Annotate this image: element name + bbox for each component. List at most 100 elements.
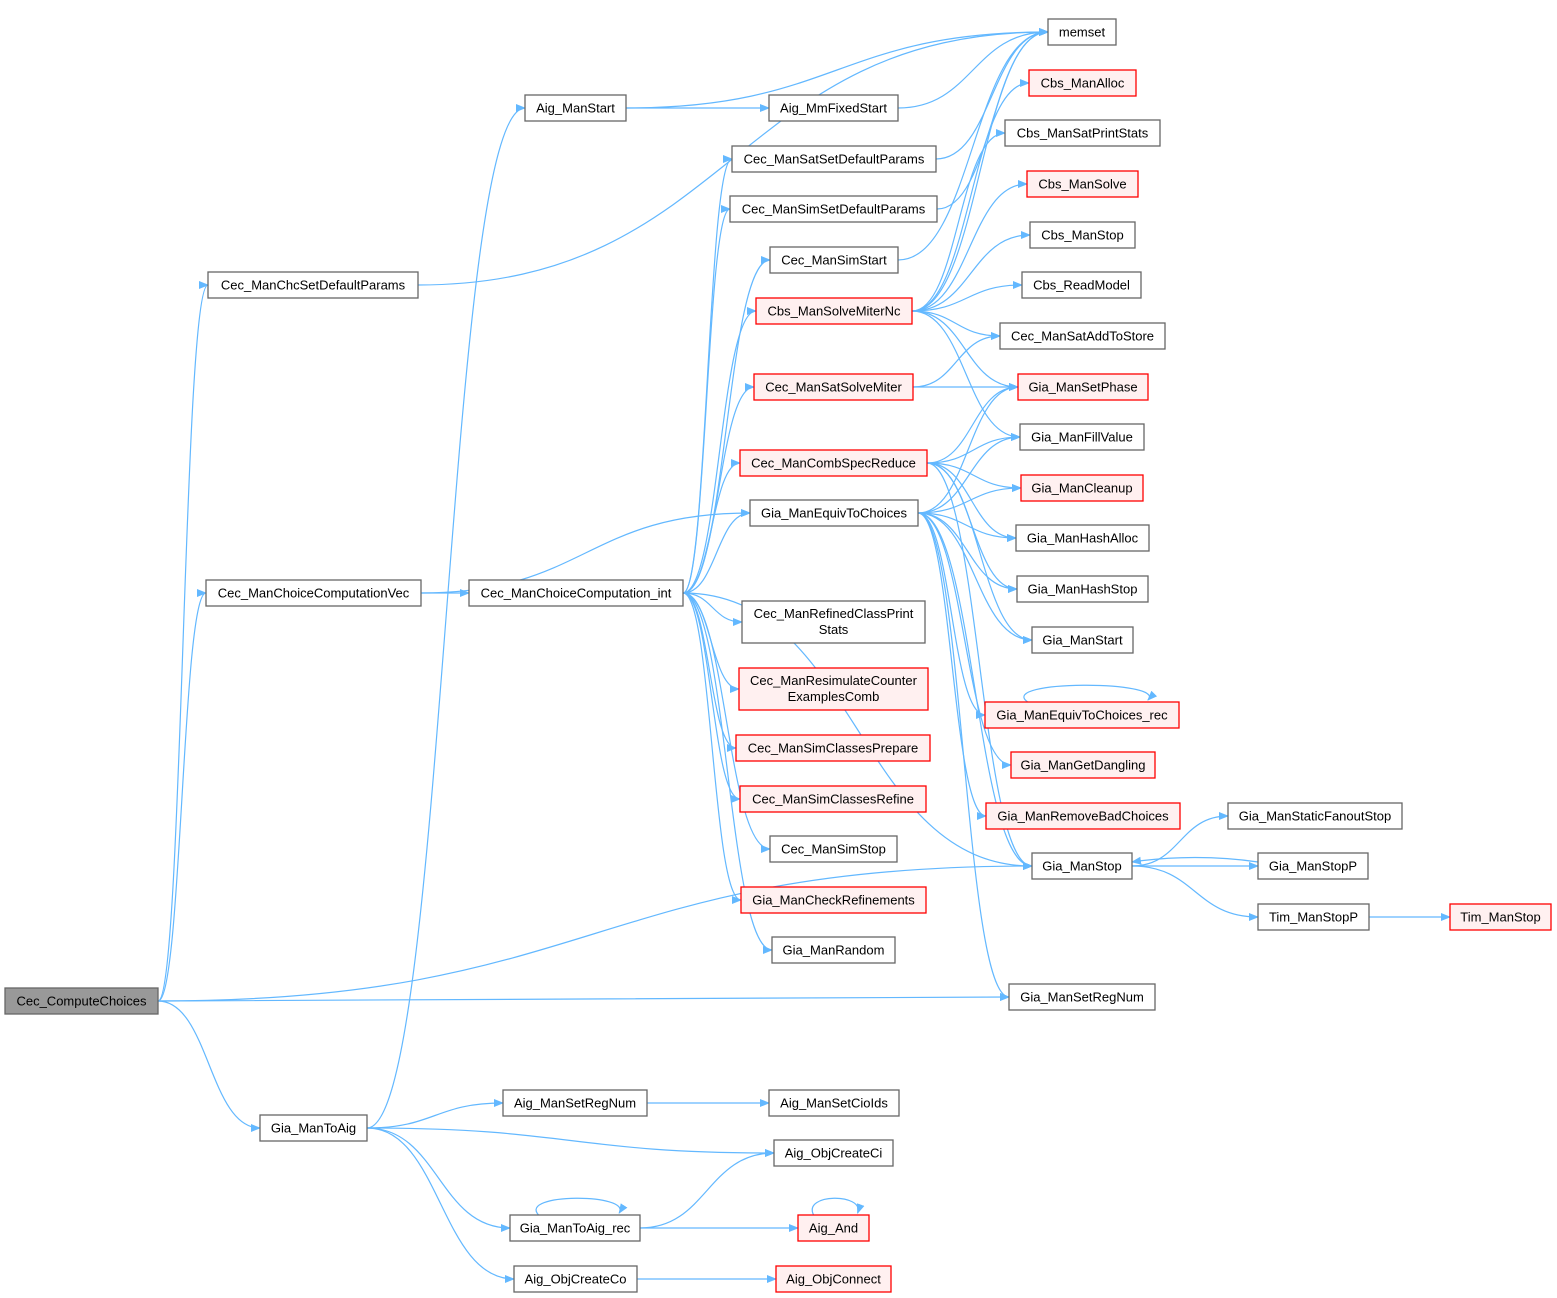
edge-compint-to-refined — [682, 592, 743, 626]
node-aigand[interactable]: Aig_And — [797, 1214, 870, 1242]
edge-combspec-to-giastop — [926, 462, 1033, 870]
node-box — [1008, 983, 1156, 1011]
edge-toaigrec-to-toaigrec — [535, 1197, 628, 1216]
node-cbsmiter[interactable]: Cbs_ManSolveMiterNc — [755, 297, 913, 325]
node-label: Gia_ManGetDangling — [1020, 758, 1145, 773]
node-label: Aig_ManStart — [536, 101, 615, 116]
node-aigsetreg[interactable]: Aig_ManSetRegNum — [502, 1089, 648, 1117]
node-label: Cec_ManChcSetDefaultParams — [221, 278, 406, 293]
node-cioids[interactable]: Aig_ManSetCioIds — [768, 1089, 900, 1117]
node-box — [4, 987, 159, 1015]
edge-combspec-to-giastart — [926, 462, 1033, 644]
edge-toaig-to-createci — [366, 1127, 775, 1157]
node-label: Cec_ManSimStart — [781, 253, 887, 268]
edge-compint-to-refine — [682, 592, 741, 803]
node-label: Cec_ManSimStop — [781, 842, 886, 857]
node-simstart[interactable]: Cec_ManSimStart — [769, 246, 899, 274]
node-box — [1031, 852, 1133, 880]
edge-cbsmiter-to-memset — [911, 28, 1049, 312]
node-cbsprint[interactable]: Cbs_ManSatPrintStats — [1004, 119, 1161, 147]
node-prepare[interactable]: Cec_ManSimClassesPrepare — [735, 734, 931, 762]
node-box — [768, 94, 899, 122]
node-equiv[interactable]: Gia_ManEquivToChoices — [749, 499, 919, 527]
node-cbsread[interactable]: Cbs_ReadModel — [1021, 271, 1142, 299]
node-giasetreg[interactable]: Gia_ManSetRegNum — [1008, 983, 1156, 1011]
node-label: Cbs_ManSolveMiterNc — [768, 304, 901, 319]
edge-equiv-to-equivrec — [917, 512, 986, 719]
node-equivrec[interactable]: Gia_ManEquivToChoices_rec — [984, 701, 1180, 729]
edge-equiv-to-setphase — [917, 383, 1019, 514]
node-label: Aig_ObjCreateCo — [525, 1272, 627, 1287]
node-hashalloc[interactable]: Gia_ManHashAlloc — [1015, 524, 1150, 552]
node-stopp[interactable]: Gia_ManStopP — [1257, 852, 1369, 880]
node-timstop[interactable]: Tim_ManStop — [1449, 903, 1552, 931]
node-cbssolve[interactable]: Cbs_ManSolve — [1026, 170, 1139, 198]
node-label: Gia_ManRandom — [783, 943, 885, 958]
node-box — [205, 579, 422, 607]
node-box — [259, 1114, 368, 1142]
edge-aigand-to-aigand — [811, 1197, 865, 1216]
node-simstop[interactable]: Cec_ManSimStop — [769, 835, 898, 863]
node-memset[interactable]: memset — [1047, 18, 1117, 46]
node-box — [797, 1214, 870, 1242]
node-box — [502, 1089, 648, 1117]
node-label: Stats — [819, 622, 849, 637]
node-setphase[interactable]: Gia_ManSetPhase — [1017, 373, 1149, 401]
node-connect[interactable]: Aig_ObjConnect — [775, 1265, 892, 1293]
node-satset[interactable]: Cec_ManSatSetDefaultParams — [731, 145, 937, 173]
node-random[interactable]: Gia_ManRandom — [771, 936, 896, 964]
node-label: Cbs_ManStop — [1041, 228, 1123, 243]
node-checkref[interactable]: Gia_ManCheckRefinements — [740, 886, 927, 914]
node-fanoutstop[interactable]: Gia_ManStaticFanoutStop — [1227, 802, 1403, 830]
node-box — [755, 297, 913, 325]
node-label: Gia_ManSetRegNum — [1020, 990, 1144, 1005]
edge-combspec-to-setphase — [926, 383, 1019, 464]
node-label: Cec_ManSimSetDefaultParams — [742, 202, 926, 217]
node-label: Tim_ManStop — [1460, 910, 1540, 925]
node-box — [731, 145, 937, 173]
node-timstopp[interactable]: Tim_ManStopP — [1257, 903, 1370, 931]
node-satmiter[interactable]: Cec_ManSatSolveMiter — [753, 373, 914, 401]
node-label: ExamplesComb — [788, 689, 880, 704]
node-cbsalloc[interactable]: Cbs_ManAlloc — [1028, 69, 1137, 97]
node-toaigrec[interactable]: Gia_ManToAig_rec — [509, 1214, 641, 1242]
edge-toaig-to-toaigrec — [366, 1127, 511, 1232]
node-cbsstop[interactable]: Cbs_ManStop — [1029, 221, 1136, 249]
node-box — [769, 835, 898, 863]
node-aigstart[interactable]: Aig_ManStart — [524, 94, 627, 122]
node-box — [1019, 423, 1145, 451]
node-refine[interactable]: Cec_ManSimClassesRefine — [739, 785, 927, 813]
edge-combspec-to-hashalloc — [926, 462, 1017, 542]
node-ccc[interactable]: Cec_ComputeChoices — [4, 987, 159, 1015]
node-box — [740, 886, 927, 914]
node-dangling[interactable]: Gia_ManGetDangling — [1010, 751, 1156, 779]
node-giastart[interactable]: Gia_ManStart — [1031, 626, 1134, 654]
node-label: Aig_ManSetCioIds — [780, 1096, 888, 1111]
node-mmfixed[interactable]: Aig_MmFixedStart — [768, 94, 899, 122]
node-removebad[interactable]: Gia_ManRemoveBadChoices — [985, 802, 1181, 830]
node-box — [768, 1089, 900, 1117]
node-giastop[interactable]: Gia_ManStop — [1031, 852, 1133, 880]
node-cleanup[interactable]: Gia_ManCleanup — [1020, 474, 1144, 502]
node-label: Gia_ManStart — [1042, 633, 1123, 648]
node-fillvalue[interactable]: Gia_ManFillValue — [1019, 423, 1145, 451]
node-combspec[interactable]: Cec_ManCombSpecReduce — [739, 449, 928, 477]
node-label: Cbs_ManSatPrintStats — [1017, 126, 1149, 141]
node-toaig[interactable]: Gia_ManToAig — [259, 1114, 368, 1142]
node-hashstop[interactable]: Gia_ManHashStop — [1016, 575, 1149, 603]
node-createci[interactable]: Aig_ObjCreateCi — [773, 1139, 894, 1167]
node-createco[interactable]: Aig_ObjCreateCo — [513, 1265, 638, 1293]
node-box — [749, 499, 919, 527]
edge-equiv-to-cleanup — [917, 484, 1022, 514]
node-choicevec[interactable]: Cec_ManChoiceComputationVec — [205, 579, 422, 607]
node-simset[interactable]: Cec_ManSimSetDefaultParams — [729, 195, 938, 223]
edge-cbsmiter-to-cbsstop — [911, 231, 1031, 312]
edge-toaig-to-createco — [366, 1127, 515, 1283]
node-chcset[interactable]: Cec_ManChcSetDefaultParams — [207, 271, 419, 299]
node-compint[interactable]: Cec_ManChoiceComputation_int — [468, 579, 684, 607]
edge-aigstart-to-memset — [625, 28, 1049, 109]
node-addstore[interactable]: Cec_ManSatAddToStore — [999, 322, 1166, 350]
